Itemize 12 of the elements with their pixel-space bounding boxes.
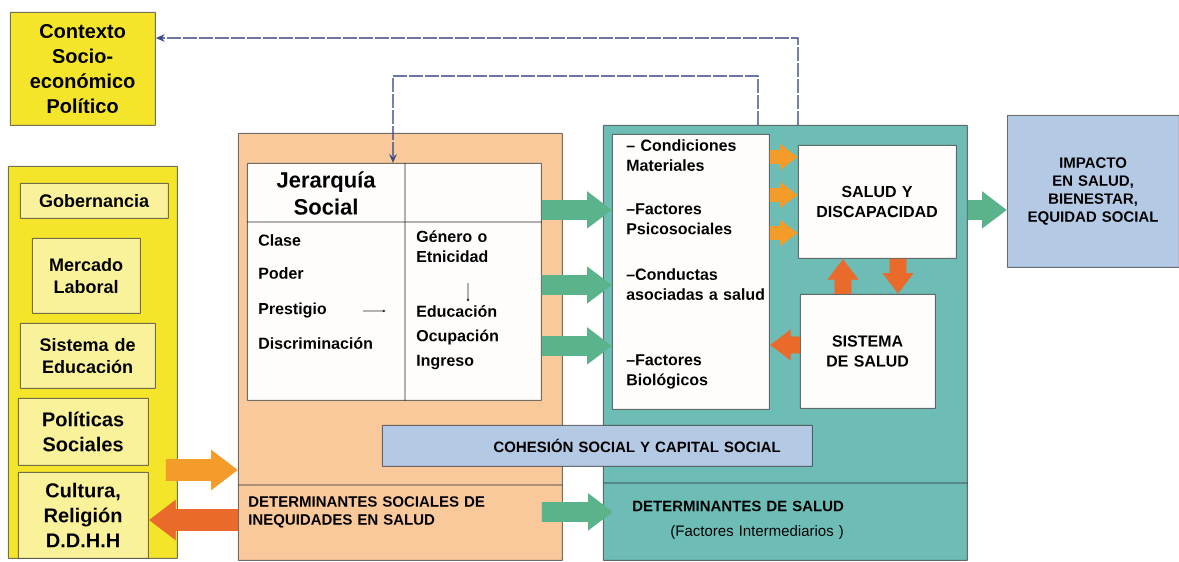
culture-box: Cultura, Religión D.D.H.H <box>18 472 149 559</box>
governance-box: Gobernancia <box>20 183 169 219</box>
social-hierarchy-table: Jerarquía Social Clase Poder Prestigio Discriminación Género o Etnicidad Educación Ocupación Ingreso <box>246 162 543 402</box>
education-system-box: Sistema de Educación <box>20 323 156 389</box>
health-box: SALUD Y DISCAPACIDAD <box>798 145 957 259</box>
context-box: Contexto Socio-económico Político <box>10 12 156 126</box>
factors-list-box: – Condiciones Materiales –Factores Psicosociales –Conductas asociadas a salud –Factores Biológicos <box>612 134 770 410</box>
impact-box: IMPACTO EN SALUD, BIENESTAR, EQUIDAD SOCIAL <box>1007 115 1179 268</box>
social-cohesion-bar: COHESIÓN SOCIAL Y CAPITAL SOCIAL <box>382 425 813 467</box>
social-policy-box: Políticas Sociales <box>18 398 149 466</box>
health-system-box: SISTEMA DE SALUD <box>800 294 936 409</box>
labor-market-box: Mercado Laboral <box>32 238 141 314</box>
